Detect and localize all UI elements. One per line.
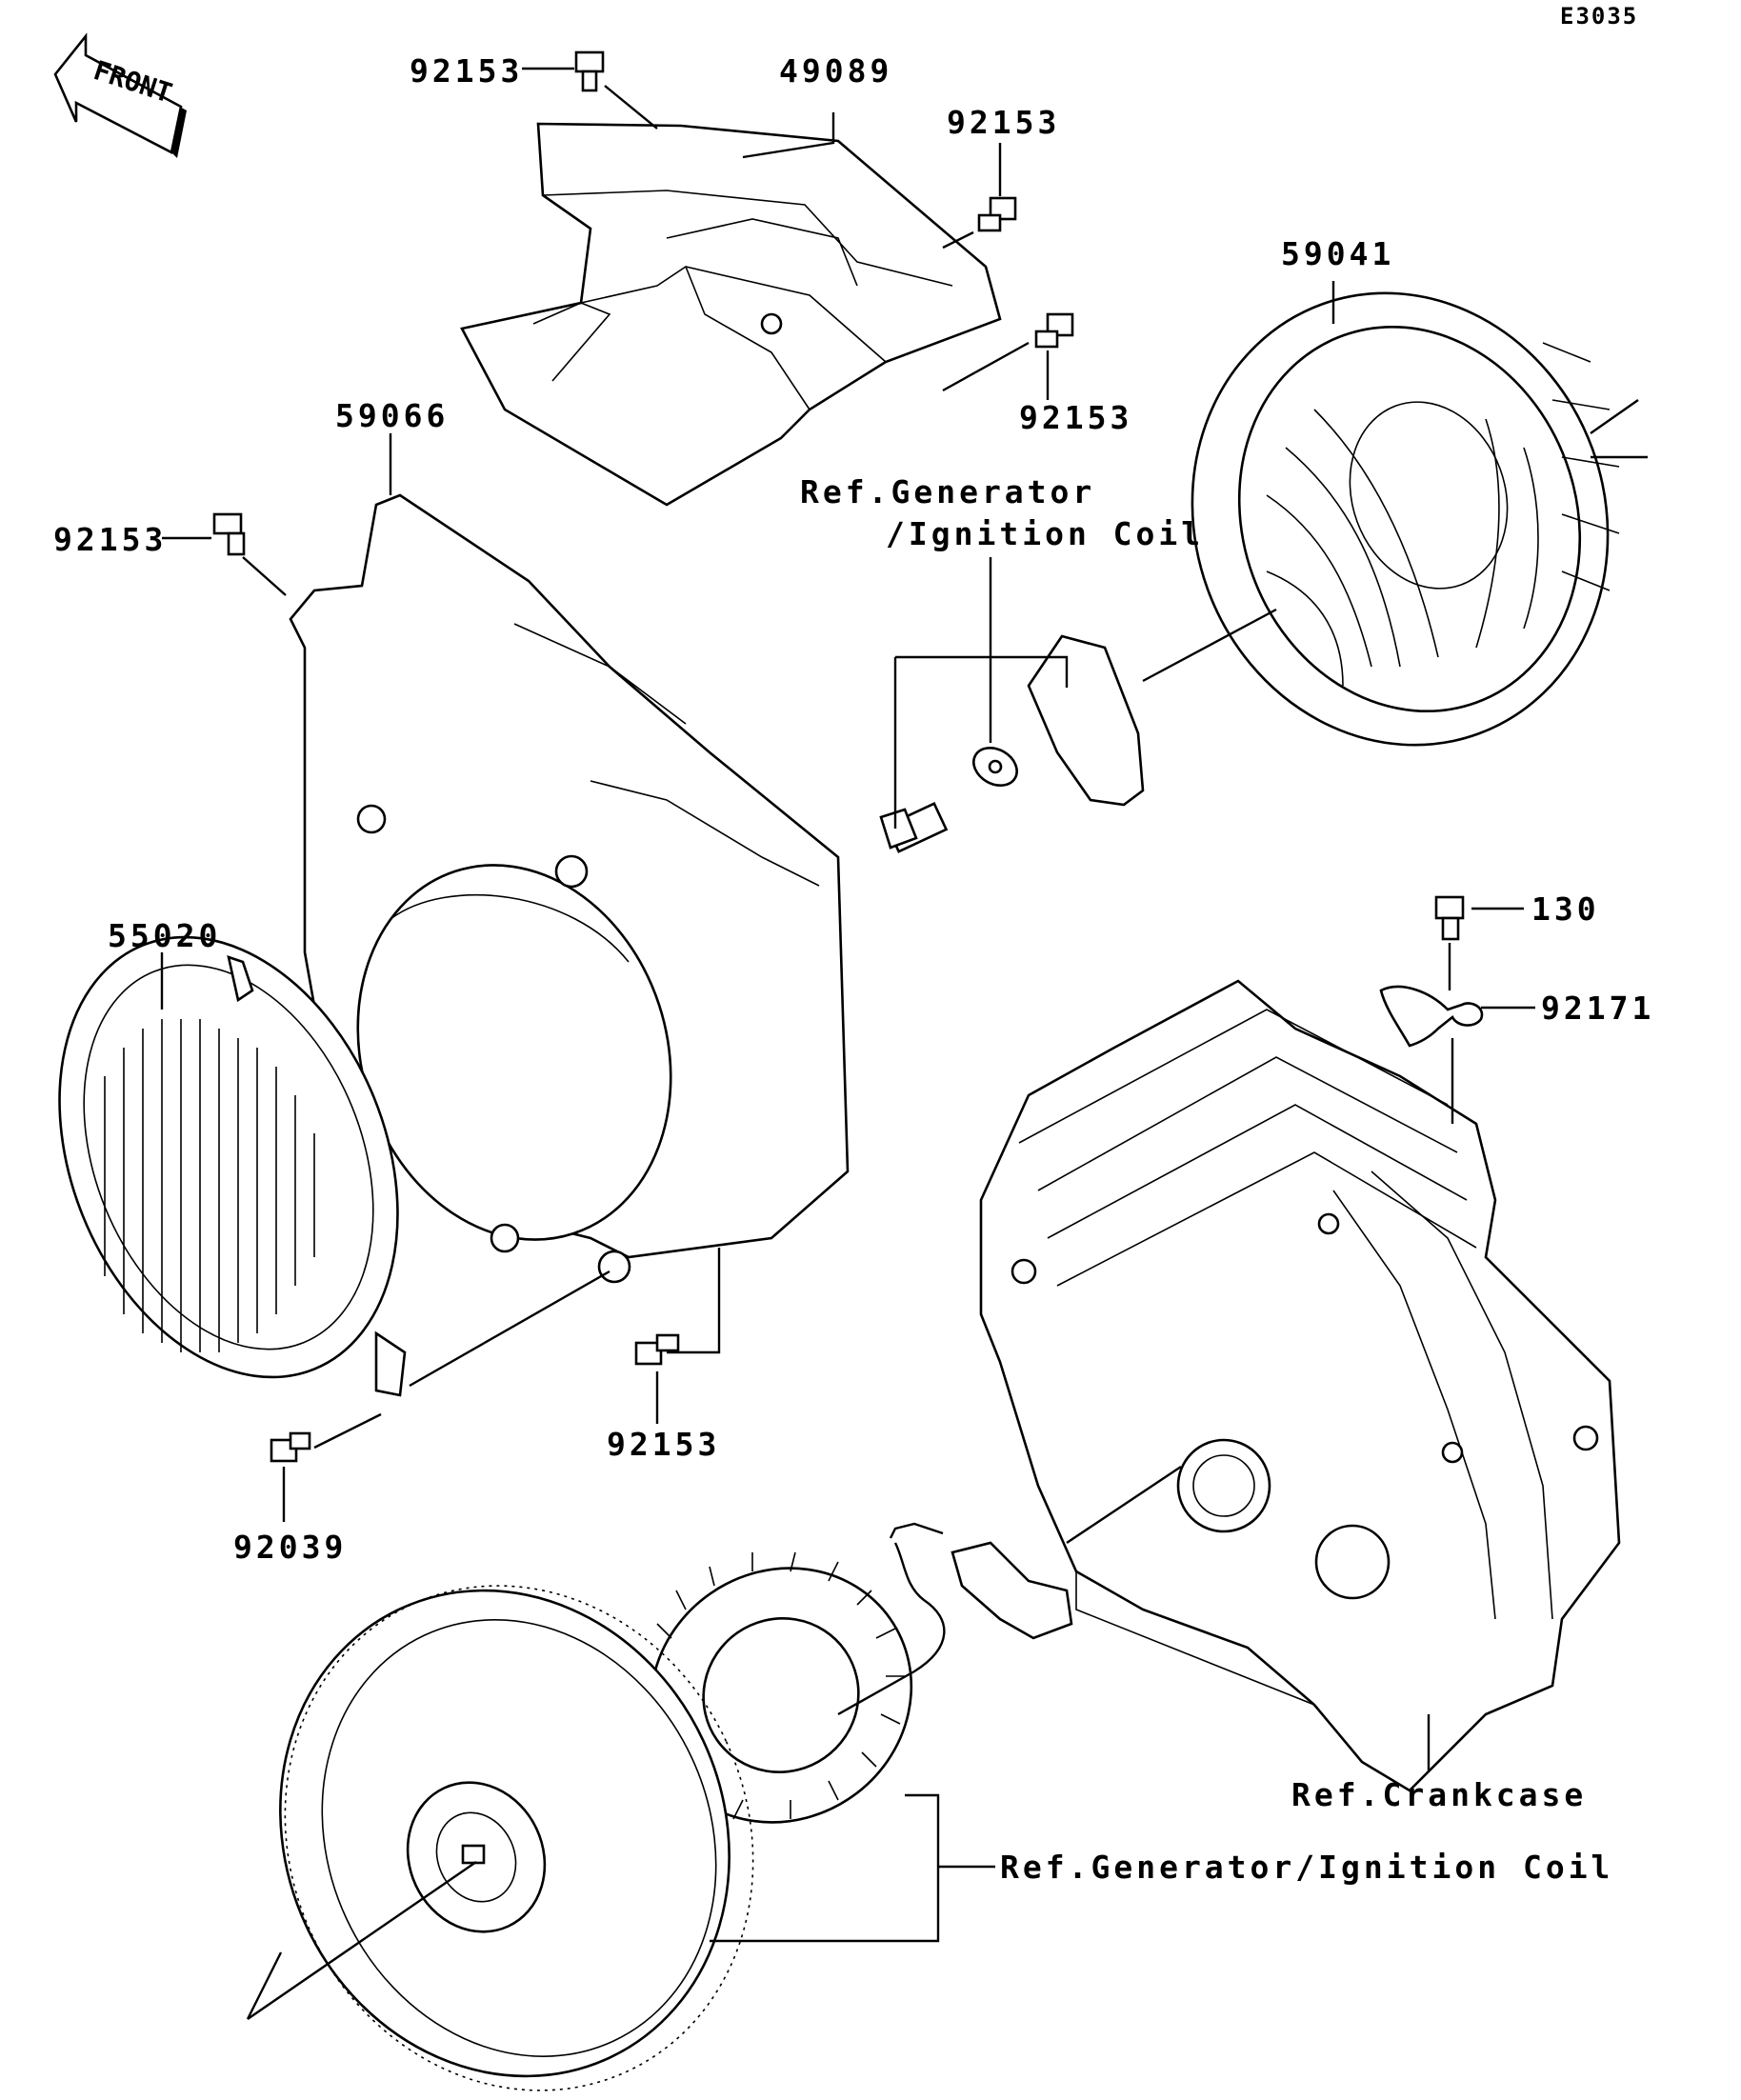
- bolt-92153-top-drawing: [574, 50, 605, 92]
- screen-55020-drawing: [58, 935, 407, 1397]
- crankcase-drawing: [979, 979, 1621, 1792]
- label-55020: 55020: [108, 917, 222, 954]
- label-92153-right-upper: 92153: [947, 104, 1061, 141]
- ignition-coil-plate-drawing: [879, 634, 1145, 853]
- stator-drawing: [649, 1542, 946, 1824]
- label-59066: 59066: [335, 397, 450, 434]
- shroud-59066-drawing: [289, 493, 850, 1284]
- bolt-92153-right-upper-drawing: [977, 196, 1017, 232]
- leader-lines: [160, 67, 1648, 2020]
- label-ref-generator-full: Ref.Generator/Ignition Coil: [1000, 1849, 1614, 1886]
- label-92153-left: 92153: [53, 521, 168, 558]
- label-130: 130: [1531, 890, 1600, 928]
- front-direction-arrow-icon: [53, 32, 187, 158]
- connector-drawing: [889, 1522, 1073, 1640]
- label-ref-crankcase: Ref.Crankcase: [1291, 1776, 1588, 1813]
- label-92153-bottom: 92153: [607, 1426, 721, 1463]
- bolt-92153-right-lower-drawing: [1034, 312, 1074, 349]
- bolt-130-drawing: [1434, 895, 1465, 941]
- bolt-92153-left-drawing: [212, 512, 246, 556]
- diagram-code: E3035: [1560, 3, 1639, 30]
- bolt-92153-bottom-drawing: [634, 1333, 680, 1366]
- bolt-92039-drawing: [270, 1431, 311, 1463]
- cover-49089-drawing: [460, 122, 1002, 507]
- clamp-92171-drawing: [1379, 985, 1484, 1048]
- label-92153-right-lower: 92153: [1019, 399, 1133, 436]
- label-ref-generator-line1: Ref.Generator: [800, 473, 1096, 510]
- label-92153-top: 92153: [410, 52, 524, 90]
- label-ref-generator-line2: /Ignition Coil: [886, 515, 1205, 552]
- label-49089: 49089: [779, 52, 893, 90]
- label-92171: 92171: [1541, 990, 1655, 1027]
- label-59041: 59041: [1281, 235, 1395, 272]
- label-92039: 92039: [233, 1529, 348, 1566]
- fan-59041-drawing: [1191, 291, 1620, 747]
